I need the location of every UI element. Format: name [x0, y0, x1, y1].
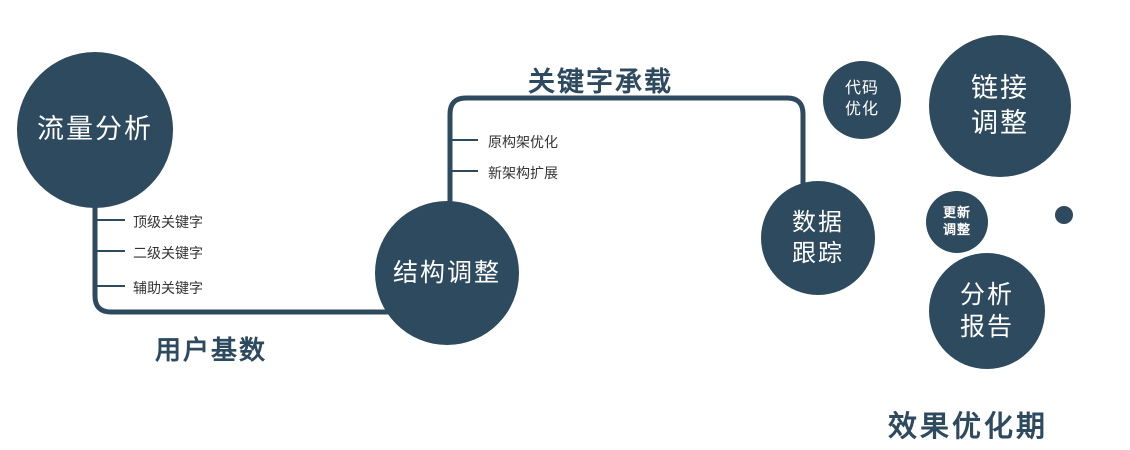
branch-label-aux-keyword: 辅助关键字: [133, 280, 203, 296]
bullet-dot: [1055, 206, 1073, 224]
edge-traffic-to-structure: [92, 190, 400, 315]
branch-label-top-keyword: 顶级关键字: [133, 214, 203, 230]
node-code-optimize: 代码 优化: [823, 61, 901, 139]
branch-label-second-keyword: 二级关键字: [133, 245, 203, 261]
node-code-optimize-line1: 代码: [844, 80, 879, 98]
node-structure-adjust-label: 结构调整: [392, 258, 501, 287]
branch-label-arch-expand: 新架构扩展: [488, 165, 558, 181]
node-traffic-analysis-label: 流量分析: [37, 114, 153, 145]
node-update-adjust-line2: 调整: [942, 222, 971, 237]
node-data-tracking: 数据 跟踪: [761, 181, 875, 295]
branch-label-arch-optimize: 原构架优化: [488, 134, 558, 150]
node-data-tracking-line2: 跟踪: [792, 240, 844, 267]
node-link-adjust-line1: 链接: [971, 72, 1029, 103]
node-link-adjust: 链接 调整: [929, 35, 1071, 177]
node-analysis-report: 分析 报告: [929, 253, 1045, 369]
node-update-adjust: 更新 调整: [926, 191, 988, 253]
node-traffic-analysis: 流量分析: [17, 52, 173, 208]
edge-label-keyword-carry: 关键字承载: [528, 67, 673, 97]
node-data-tracking-line1: 数据: [792, 208, 844, 236]
node-structure-adjust: 结构调整: [375, 201, 519, 345]
node-link-adjust-line2: 调整: [971, 108, 1029, 138]
node-analysis-report-line2: 报告: [959, 313, 1014, 341]
edge-label-user-base: 用户基数: [155, 335, 268, 365]
node-code-optimize-line2: 优化: [844, 101, 879, 118]
edge-structure-to-data: [447, 95, 806, 215]
node-update-adjust-line1: 更新: [942, 205, 971, 221]
footer-caption: 效果优化期: [888, 411, 1049, 443]
node-analysis-report-line1: 分析: [959, 280, 1014, 309]
